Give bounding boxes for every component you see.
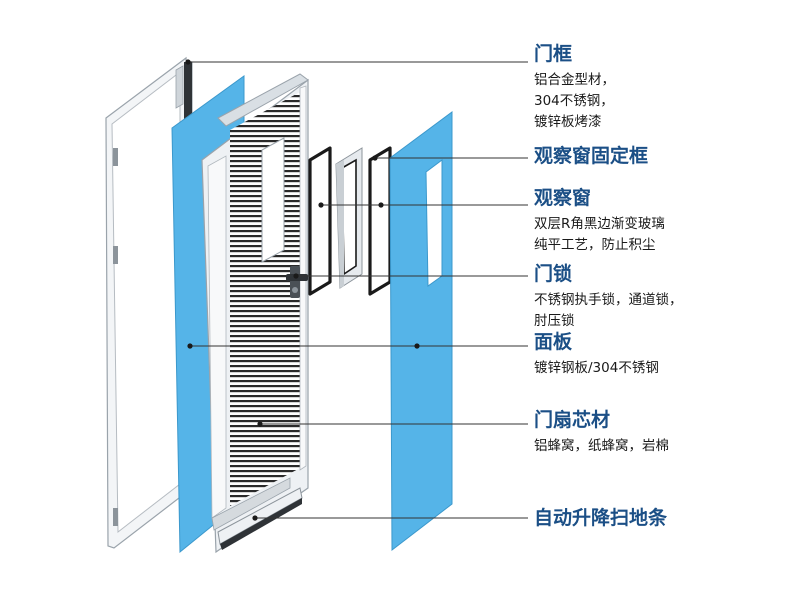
label-sweep-strip-title: 自动升降扫地条 [534, 507, 668, 529]
label-observation-window-line-1: 双层R角黑边渐变玻璃 [534, 216, 665, 232]
label-observation-window-title: 观察窗 [534, 187, 592, 209]
label-panel-title: 面板 [534, 331, 573, 353]
label-door-frame-desc: 铝合金型材， 304不锈钢， 镀锌板烤漆 [534, 70, 615, 133]
label-observation-window-desc: 双层R角黑边渐变玻璃 纯平工艺，防止积尘 [534, 214, 665, 256]
label-door-lock-title: 门锁 [534, 263, 573, 285]
label-window-fixing-frame: 观察窗固定框 [534, 144, 648, 168]
label-observation-window-line-2: 纯平工艺，防止积尘 [534, 237, 656, 253]
front-panel-window-cutout [425, 159, 443, 287]
label-door-core-line-1: 铝蜂窝，纸蜂窝，岩棉 [534, 438, 669, 454]
label-door-lock-desc: 不锈钢执手锁，通道锁， 肘压锁 [534, 290, 683, 332]
label-window-fixing-frame-title: 观察窗固定框 [534, 145, 649, 167]
label-door-frame-line-1: 铝合金型材， [534, 72, 615, 88]
label-panel-line-1: 镀锌钢板/304不锈钢 [534, 360, 659, 376]
leader-dots [185, 59, 420, 521]
leader-lines [188, 61, 528, 519]
label-door-frame-title: 门框 [534, 43, 573, 65]
label-door-core-title: 门扇芯材 [534, 409, 611, 431]
label-door-frame-line-3: 镀锌板烤漆 [534, 114, 602, 130]
sweep-strip-part [217, 487, 303, 550]
label-door-core-desc: 铝蜂窝，纸蜂窝，岩棉 [534, 436, 669, 457]
label-sweep-strip: 自动升降扫地条 [534, 506, 667, 530]
front-panel-part [389, 111, 453, 552]
label-door-lock-line-2: 肘压锁 [534, 313, 575, 329]
hinge-icon [113, 148, 118, 526]
observation-window-part [308, 146, 392, 296]
door-leaf-part [201, 73, 309, 554]
label-door-lock-line-1: 不锈钢执手锁，通道锁， [534, 292, 683, 308]
label-panel-desc: 镀锌钢板/304不锈钢 [534, 358, 659, 379]
window-fixing-frame-part [335, 147, 363, 289]
label-door-core: 门扇芯材 铝蜂窝，纸蜂窝，岩棉 [534, 408, 669, 457]
label-door-lock: 门锁 不锈钢执手锁，通道锁， 肘压锁 [534, 262, 683, 332]
label-observation-window: 观察窗 双层R角黑边渐变玻璃 纯平工艺，防止积尘 [534, 186, 665, 256]
label-panel: 面板 镀锌钢板/304不锈钢 [534, 330, 659, 379]
label-door-frame: 门框 铝合金型材， 304不锈钢， 镀锌板烤漆 [534, 42, 615, 133]
label-door-frame-line-2: 304不锈钢， [534, 93, 614, 109]
